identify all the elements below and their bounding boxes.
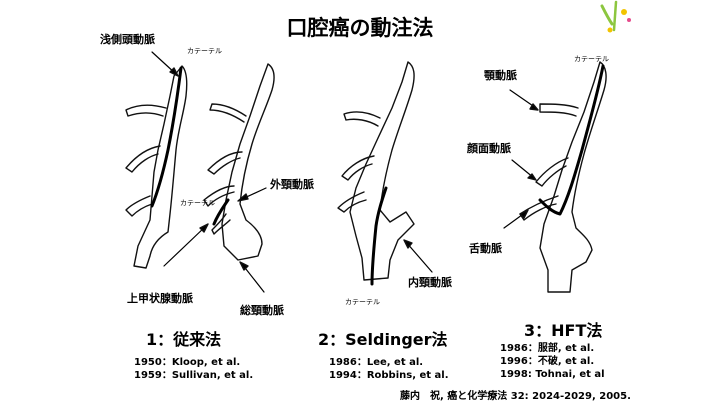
reference-item: 1994：Robbins, et al. [329, 369, 449, 382]
vessel-tree-1b [204, 64, 274, 260]
label-facial-artery: 顔面動脈 [467, 140, 511, 156]
method-2-label: 2：Seldinger法 [318, 326, 448, 350]
label-internal-carotid-artery: 内頸動脈 [408, 274, 452, 290]
label-catheter-1: カテーテル [187, 46, 222, 56]
catheter-line-3 [372, 188, 386, 284]
reference-item: 1950：Kloop, et al. [134, 356, 253, 369]
pointer-arrows [152, 52, 536, 292]
label-superficial-temporal-artery: 浅側頭動脈 [100, 31, 155, 47]
label-catheter-2: カテーテル [180, 198, 215, 208]
catheter-line-4 [540, 66, 603, 214]
label-lingual-artery: 舌動脈 [469, 240, 502, 256]
label-maxillary-artery: 顎動脈 [484, 67, 517, 83]
method-3-references: 1986：服部, et al. 1996：不破, et al. 1998: To… [500, 342, 605, 381]
reference-item: 1996：不破, et al. [500, 355, 605, 368]
label-catheter-4: カテーテル [574, 54, 609, 64]
reference-item: 1986：服部, et al. [500, 342, 605, 355]
label-superior-thyroid-artery: 上甲状腺動脈 [127, 290, 193, 306]
vessel-tree-2 [338, 62, 414, 280]
reference-item: 1959：Sullivan, et al. [134, 369, 253, 382]
reference-item: 1998: Tohnai, et al [500, 368, 605, 381]
label-catheter-3: カテーテル [345, 297, 380, 307]
label-common-carotid-artery: 総頸動脈 [240, 302, 284, 318]
method-1-references: 1950：Kloop, et al. 1959：Sullivan, et al. [134, 356, 253, 382]
method-3-label: 3：HFT法 [524, 317, 602, 341]
reference-item: 1986：Lee, et al. [329, 356, 449, 369]
citation: 藤内 祝, 癌と化学療法 32: 2024-2029, 2005. [400, 390, 631, 403]
method-2-references: 1986：Lee, et al. 1994：Robbins, et al. [329, 356, 449, 382]
catheter-line-1 [152, 68, 181, 206]
method-1-label: 1：従来法 [146, 326, 221, 350]
label-external-carotid-artery: 外頸動脈 [270, 176, 314, 192]
